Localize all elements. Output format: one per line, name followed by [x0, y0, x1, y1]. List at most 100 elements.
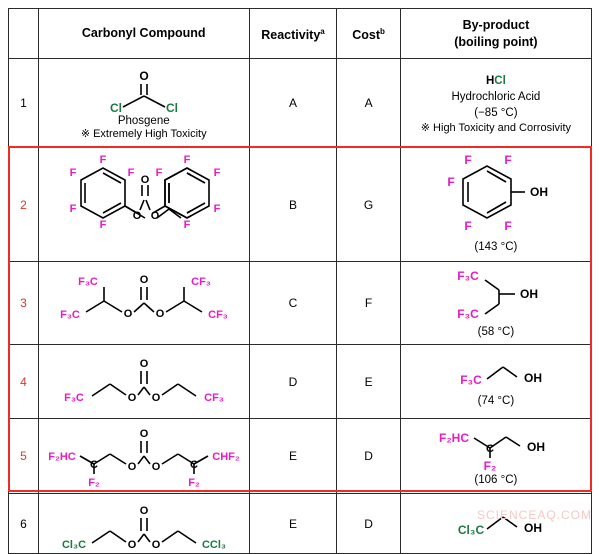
cost-cell: A [336, 58, 401, 148]
table-row: 4 O [8, 344, 593, 419]
svg-text:CCl₃: CCl₃ [202, 539, 226, 550]
svg-text:C: C [90, 459, 98, 471]
table-body: 1 O Cl Cl Phosgene ※ Extremely High Toxi… [8, 58, 593, 554]
byproduct-cell: C OH F₂HC F₂ (106 °C) [399, 418, 593, 494]
byproduct-cell: OH F F F F F (143 °C) [399, 147, 593, 262]
svg-text:CF₃: CF₃ [191, 276, 211, 288]
header-byproduct-sublabel: (boiling point) [454, 34, 538, 49]
row-number-cell: 6 [8, 493, 39, 554]
reactivity-cell: B [248, 147, 338, 262]
reactivity-cell: E [248, 418, 338, 494]
bis-trifluoroethyl-carbonate-structure-icon: O O O F₃C CF₃ [64, 358, 224, 404]
compound-toxicity-note: ※ Extremely High Toxicity [80, 127, 207, 140]
byproduct-boiling-point: (58 °C) [477, 326, 515, 338]
header-byproduct: By-product (boiling point) [399, 8, 593, 59]
svg-text:F₂HC: F₂HC [439, 431, 469, 445]
byproduct-cell: HCl Hydrochloric Acid (−85 °C) ※ High To… [399, 58, 593, 148]
svg-text:O: O [127, 539, 136, 550]
header-cost-label: Cost [352, 28, 381, 43]
header-reactivity-footnote: a [320, 26, 325, 36]
cost-cell: D [336, 493, 401, 554]
svg-text:F: F [464, 155, 471, 167]
svg-text:F₃C: F₃C [60, 309, 80, 321]
svg-text:O: O [140, 174, 149, 186]
svg-text:O: O [123, 308, 132, 320]
row-number: 6 [20, 516, 27, 531]
svg-text:F: F [183, 219, 190, 231]
svg-text:CF₃: CF₃ [204, 392, 224, 404]
svg-text:F: F [69, 203, 76, 215]
svg-text:O: O [127, 392, 136, 404]
table-header: Carbonyl Compound Reactivitya Costb By-p… [8, 8, 593, 59]
compound-cell: O O O F F F F F F F F F [37, 147, 250, 262]
tetrafluoropropanol-structure-icon: C OH F₂HC F₂ [439, 431, 545, 472]
bis-pentafluorophenyl-carbonate-structure-icon: O O O F F F F F F F F F [69, 154, 247, 231]
svg-text:C: C [486, 443, 494, 455]
svg-text:CHF₂: CHF₂ [212, 451, 240, 463]
svg-text:F₂: F₂ [188, 477, 200, 488]
svg-text:O: O [150, 210, 159, 222]
svg-text:F₃C: F₃C [460, 373, 482, 387]
svg-text:OH: OH [524, 521, 542, 535]
row-number-cell: 4 [8, 344, 39, 419]
row-number-cell: 5 [8, 418, 39, 494]
header-carbonyl-compound: Carbonyl Compound [37, 8, 250, 59]
svg-text:F: F [127, 167, 134, 179]
svg-text:CF₃: CF₃ [208, 309, 228, 321]
pentafluorophenol-structure-icon: OH F F F F F [447, 155, 548, 233]
reactivity-cell: C [248, 261, 338, 345]
header-cost-footnote: b [380, 26, 385, 36]
svg-text:OH: OH [520, 287, 538, 301]
byproduct-boiling-point: (74 °C) [477, 394, 515, 407]
svg-text:F₂: F₂ [88, 477, 100, 488]
row-number: 2 [20, 197, 27, 212]
cost-cell: E [336, 344, 401, 419]
svg-text:C: C [190, 459, 198, 471]
svg-text:F₃C: F₃C [78, 276, 98, 288]
svg-text:F₃C: F₃C [457, 307, 479, 321]
table-row: 3 [8, 261, 593, 345]
table-row: 1 O Cl Cl Phosgene ※ Extremely High Toxi… [8, 58, 593, 148]
phosgene-structure-icon: O Cl Cl [110, 69, 178, 115]
svg-text:O: O [139, 69, 148, 83]
header-byproduct-label: By-product [462, 17, 530, 32]
comparison-table: Carbonyl Compound Reactivitya Costb By-p… [8, 8, 593, 554]
svg-text:F: F [155, 167, 162, 179]
svg-text:F: F [99, 219, 106, 231]
byproduct-boiling-point: (143 °C) [474, 240, 518, 253]
bis-hexafluoroisopropyl-carbonate-structure-icon: O O O F₃C F₃C CF₃ CF₃ [60, 274, 228, 321]
compound-cell: O O O Cl₃C CCl₃ [37, 493, 250, 554]
header-row-number [8, 8, 39, 59]
byproduct-cell: F₃C OH (74 °C) [399, 344, 593, 419]
svg-text:Cl: Cl [166, 101, 178, 115]
trifluoroethanol-structure-icon: F₃C OH [460, 365, 542, 387]
cost-cell: D [336, 418, 401, 494]
svg-text:F₃C: F₃C [64, 392, 84, 404]
compound-cell: O O O C C F₂HC F₂ CHF₂ F₂ [37, 418, 250, 494]
table-row: 2 [8, 147, 593, 262]
svg-text:F₂HC: F₂HC [48, 451, 76, 463]
svg-text:F: F [504, 219, 511, 233]
svg-text:F: F [213, 167, 220, 179]
cost-cell: G [336, 147, 401, 262]
svg-text:F: F [504, 155, 511, 167]
svg-text:O: O [139, 428, 148, 440]
row-number: 4 [20, 374, 27, 389]
header-row: Carbonyl Compound Reactivitya Costb By-p… [8, 8, 593, 59]
byproduct-hazard-note: ※ High Toxicity and Corrosivity [420, 121, 572, 134]
reactivity-cell: A [248, 58, 338, 148]
svg-text:Cl₃C: Cl₃C [62, 539, 86, 550]
table-row: 5 [8, 418, 593, 494]
svg-text:F: F [183, 154, 190, 166]
compound-name: Phosgene [117, 114, 170, 127]
svg-text:F₃C: F₃C [457, 269, 479, 283]
svg-text:OH: OH [527, 440, 545, 454]
row-number-cell: 2 [8, 147, 39, 262]
svg-text:F: F [99, 154, 106, 166]
cost-cell: F [336, 261, 401, 345]
row-number-cell: 3 [8, 261, 39, 345]
header-cost: Costb [336, 8, 401, 59]
compound-cell: O Cl Cl Phosgene ※ Extremely High Toxici… [37, 58, 250, 148]
byproduct-name: Hydrochloric Acid [451, 90, 541, 103]
svg-text:F: F [464, 219, 471, 233]
